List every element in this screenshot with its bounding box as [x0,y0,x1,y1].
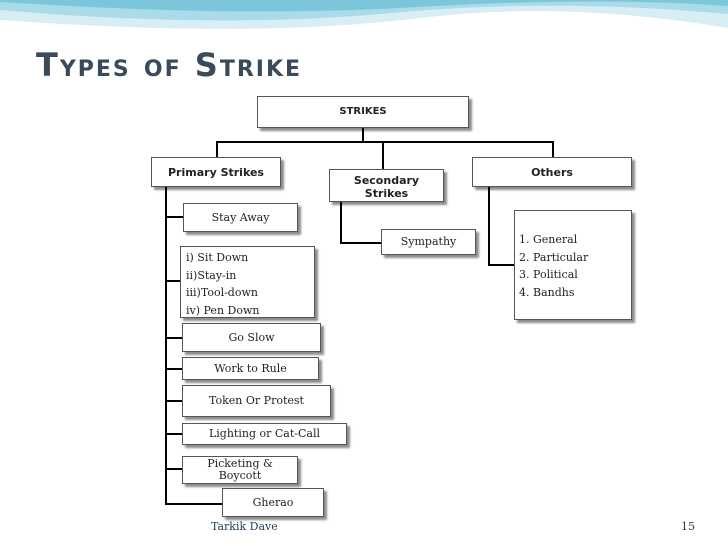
connector-primary-branch-8 [165,503,223,505]
node-work-to-rule: Work to Rule [182,357,319,380]
node-stay-away: Stay Away [183,203,298,232]
node-gherao: Gherao [222,488,324,517]
connector-primary-down [216,141,218,159]
connector-root-down [362,127,364,142]
node-others-label: Others [531,166,573,179]
node-stay-away-label: Stay Away [211,211,270,224]
node-primary-label: Primary Strikes [168,166,264,179]
connector-primary-branch-6 [165,433,183,435]
connector-primary-branch-7 [165,468,183,470]
page-title: Types of Strike [36,46,303,84]
sit-down-item-1: i) Sit Down [186,251,249,264]
connector-primary-branch-1 [165,216,185,218]
node-secondary-strikes: Secondary Strikes [329,169,444,202]
node-go-slow-label: Go Slow [228,331,275,344]
footer-page-number: 15 [681,520,695,533]
others-item-1: 1. General [519,233,578,246]
node-lighting-label: Lighting or Cat-Call [208,427,320,440]
root-node-label: STRIKES [339,106,387,117]
node-primary-strikes: Primary Strikes [151,157,281,187]
connector-primary-branch-2 [165,280,181,282]
header-wave-decoration [0,0,728,29]
connector-others-spine [488,187,490,265]
sit-down-item-2: ii)Stay-in [186,268,237,282]
footer-author: Tarkik Dave [211,520,278,533]
others-item-2: 2. Particular [519,250,589,264]
root-node-strikes: STRIKES [257,96,469,128]
node-others-list: 1. General 2. Particular 3. Political 4.… [514,210,632,320]
others-item-4: 4. Bandhs [519,285,575,299]
connector-secondary-branch [340,242,382,244]
node-lighting-cat-call: Lighting or Cat-Call [182,423,347,445]
connector-primary-spine [165,187,167,505]
node-gherao-label: Gherao [252,496,294,509]
node-sympathy-label: Sympathy [400,235,457,248]
node-sympathy: Sympathy [381,229,476,255]
node-sit-down-list: i) Sit Down ii)Stay-in iii)Tool-down iv)… [180,246,315,318]
node-token-protest: Token Or Protest [182,385,331,417]
node-work-to-rule-label: Work to Rule [214,362,287,375]
connector-secondary-spine [340,201,342,243]
node-others: Others [472,157,632,187]
connector-primary-branch-3 [165,337,183,339]
connector-others-down [552,141,554,159]
node-go-slow: Go Slow [182,323,321,352]
sit-down-item-4: iv) Pen Down [186,303,260,317]
others-item-3: 3. Political [519,268,578,281]
sit-down-item-3: iii)Tool-down [186,286,258,299]
connector-others-branch [488,264,516,266]
node-picketing-label: Picketing & Boycott [207,457,273,482]
connector-primary-branch-4 [165,368,183,370]
node-secondary-label: Secondary Strikes [353,174,420,200]
connector-horizontal-bar [216,141,553,143]
node-token-label: Token Or Protest [209,394,304,407]
connector-secondary-down [382,141,384,171]
node-picketing-boycott: Picketing & Boycott [182,456,298,484]
connector-primary-branch-5 [165,400,183,402]
